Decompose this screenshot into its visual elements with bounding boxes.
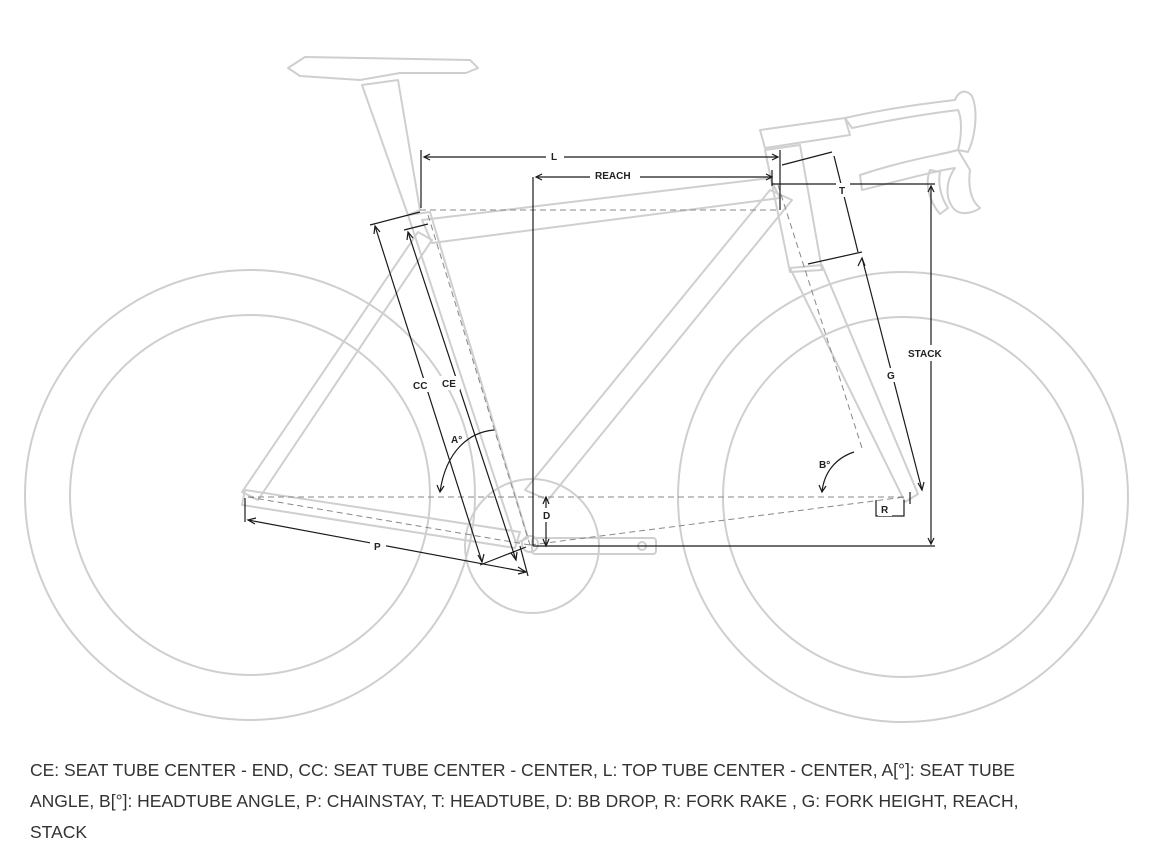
seatpost: [361, 79, 421, 216]
reach-label-bg: [590, 168, 640, 182]
dimension-lines: [244, 150, 935, 577]
stack-label: STACK: [908, 349, 942, 360]
dim-p-tick-mid: [479, 546, 527, 566]
g-label: G: [887, 371, 895, 382]
r-label-bg: [878, 502, 892, 516]
bottom-bracket: [521, 535, 539, 553]
labels: L REACH T STACK G CC CE A° B° D P R: [374, 152, 942, 553]
d-label-bg: [540, 508, 554, 522]
dim-d-arrow-bottom: [542, 538, 550, 548]
dim-p-tick-right: [519, 545, 529, 577]
g-label-bg: [884, 368, 898, 382]
handlebar-drop: [859, 149, 981, 215]
b-angle-label: B°: [819, 460, 830, 471]
stack-label-bg: [904, 345, 962, 361]
saddle: [287, 56, 479, 81]
dim-ce-arrow-bottom: [510, 551, 518, 562]
dim-reach-arrow-right: [765, 173, 774, 181]
down-tube: [524, 189, 793, 501]
dim-cc-arrow-bottom: [477, 553, 485, 564]
dim-cc-tick-top: [369, 211, 421, 226]
reach-label: REACH: [595, 171, 631, 182]
chain-stay: [241, 489, 521, 549]
handlebar: [844, 90, 977, 153]
dim-ce-arrow-top: [406, 230, 414, 241]
dim-l-arrow-left: [422, 153, 431, 161]
ce-label-bg: [440, 376, 460, 390]
dim-cc-line: [374, 225, 483, 563]
cc-label: CC: [413, 381, 427, 392]
dim-ce-line: [407, 231, 517, 561]
dim-stack-arrow-bottom: [927, 537, 935, 546]
dim-b-arc: [821, 451, 855, 493]
seat-stay: [241, 231, 433, 501]
stem: [759, 117, 851, 149]
head-tube: [764, 144, 823, 273]
rear-wheel-rim: [69, 314, 431, 676]
dimension-legend: CE: SEAT TUBE CENTER - END, CC: SEAT TUB…: [30, 760, 1019, 842]
dim-g-arrow-top: [857, 256, 866, 267]
d-label: D: [543, 511, 550, 522]
dim-t-line: [833, 155, 859, 253]
dim-stack-arrow-top: [927, 184, 935, 193]
seat-tube: [407, 211, 529, 544]
p-label-bg: [370, 539, 386, 553]
bb-to-front-axle: [529, 496, 906, 546]
p-label: P: [374, 542, 381, 553]
label-backgrounds: [370, 149, 962, 553]
t-label: T: [839, 186, 845, 197]
dim-ce-tick-top: [403, 223, 429, 231]
dim-cc-arrow-top: [373, 224, 381, 235]
l-label: L: [551, 152, 557, 163]
dim-g-arrow-bottom: [917, 481, 925, 492]
a-angle-label: A°: [451, 435, 462, 446]
dim-d-arrow-top: [542, 495, 550, 505]
dim-p-arrow-right: [517, 566, 528, 575]
dim-t-tick-bottom: [807, 251, 863, 265]
seat-tube-axis: [427, 214, 531, 546]
dim-p-line: [247, 519, 527, 573]
r-label: R: [881, 505, 889, 516]
l-label-bg: [546, 149, 564, 163]
head-tube-axis: [777, 184, 863, 449]
dim-a-arrow: [436, 484, 445, 494]
cc-label-bg: [410, 378, 432, 392]
reference-lines: [247, 184, 906, 546]
t-label-bg: [836, 183, 850, 197]
chainstay-axis: [247, 496, 531, 546]
dim-reach-arrow-left: [534, 173, 543, 181]
rear-wheel-tire: [24, 269, 476, 721]
dim-l-arrow-right: [771, 153, 780, 161]
dim-p-arrow-left: [246, 517, 257, 525]
fork: [789, 264, 919, 503]
ce-label: CE: [442, 379, 456, 390]
dim-t-tick-top: [781, 151, 833, 166]
dim-b-arrow: [818, 484, 827, 494]
dim-a-arc: [439, 429, 495, 493]
bike-geometry-diagram: L REACH T STACK G CC CE A° B° D P R: [24, 56, 1129, 723]
